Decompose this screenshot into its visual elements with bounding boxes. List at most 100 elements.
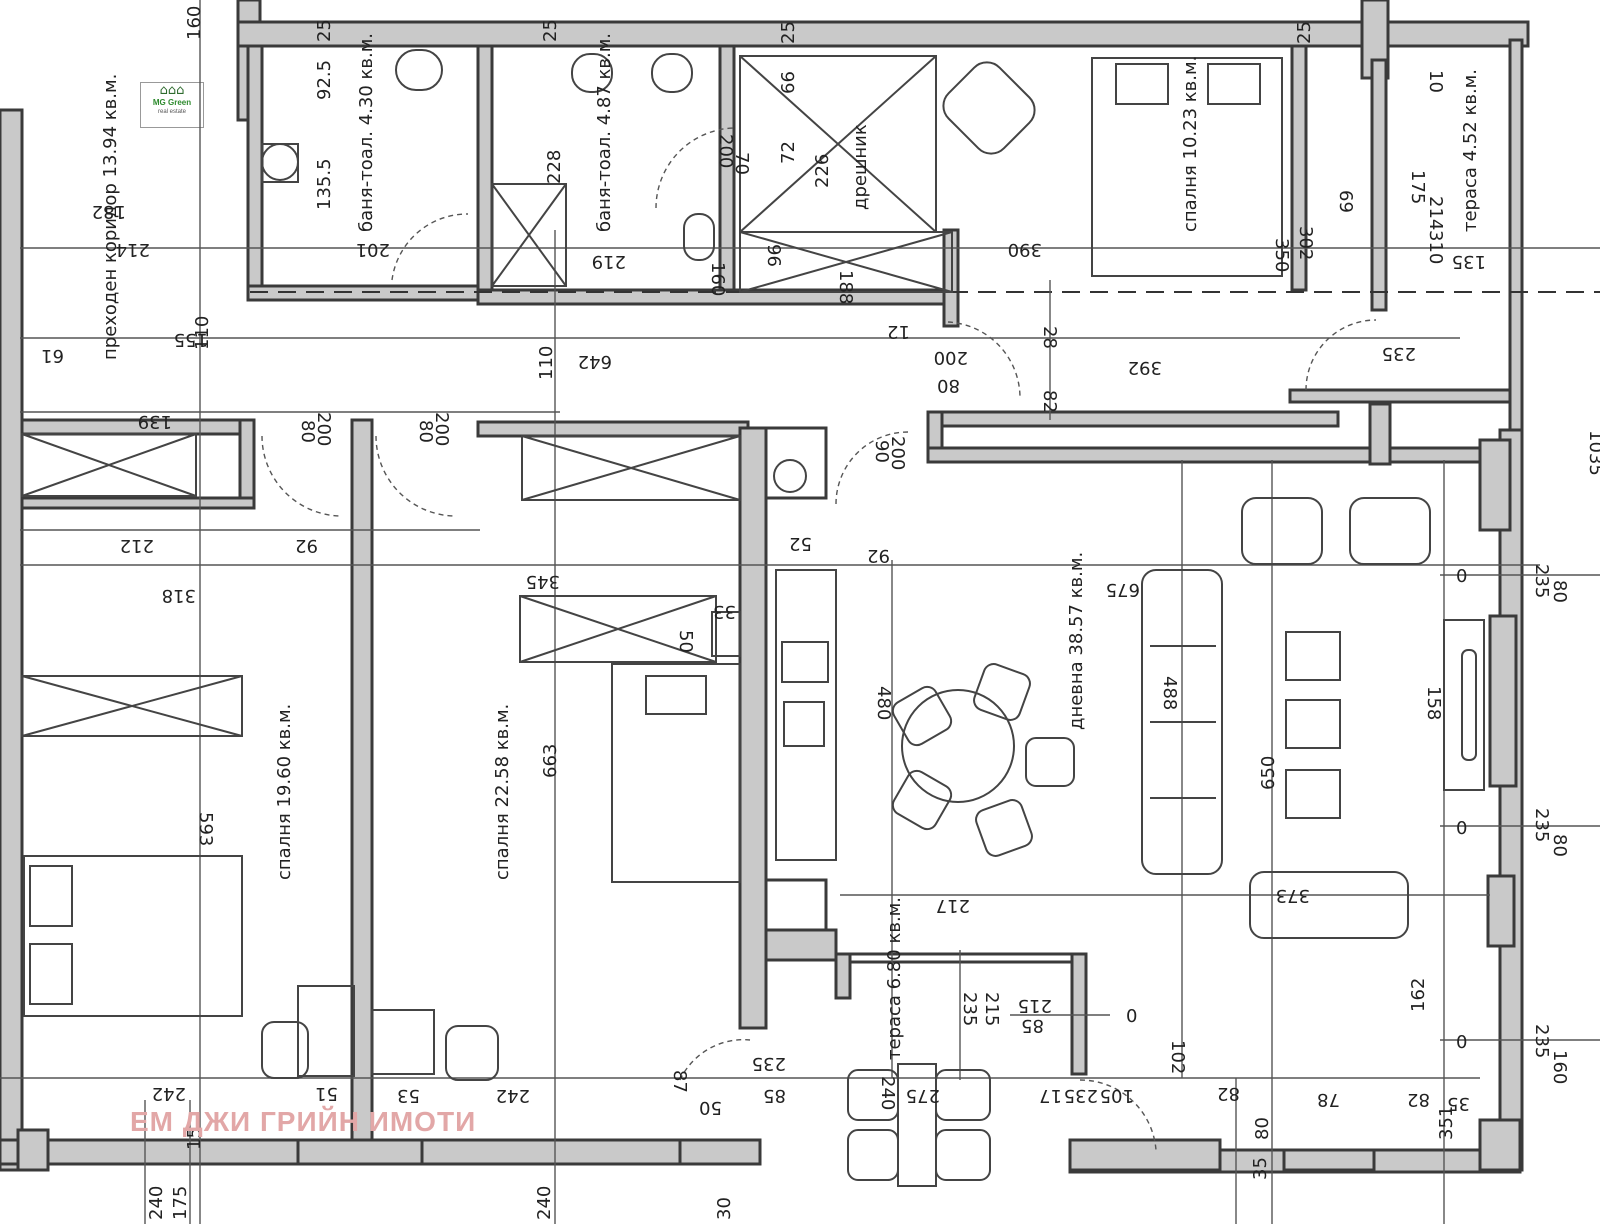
dim-label: 80 <box>1549 834 1570 857</box>
dim-label: 217 <box>936 895 970 916</box>
dim-label: 15 <box>184 1127 205 1150</box>
dining-chair-3 <box>1025 737 1075 787</box>
room-label-bedroom-left: спалня 19.60 кв.м. <box>274 704 295 880</box>
dim-label: 158 <box>1423 686 1444 720</box>
terrace-bottom-left-stub <box>834 952 852 1000</box>
wall-window-right <box>1488 614 1518 788</box>
door-living <box>835 431 909 505</box>
dim-label: 318 <box>162 585 196 606</box>
dim-label: 102 <box>1167 1040 1188 1074</box>
dim-label: 200 <box>715 134 736 168</box>
room-labels: преходен коридор 13.94 кв.м. баня-тоал. … <box>100 33 1481 1060</box>
dim-label: 0 <box>1126 1006 1137 1027</box>
wall-terrace-bottom <box>1288 388 1512 404</box>
dim-label: 160 <box>1549 1050 1570 1084</box>
dim-label: 302 <box>1295 226 1316 260</box>
desk-mid <box>371 1009 435 1075</box>
dim-label: 188 <box>835 270 856 304</box>
dim-label: 214 <box>1425 196 1446 230</box>
dim-label: 25 <box>314 19 335 42</box>
pillow-left-a <box>29 865 73 927</box>
dim-label: 214 <box>116 239 150 260</box>
dim-label: 82 <box>1407 1089 1430 1110</box>
door-terrace-bottom-right <box>1079 1079 1157 1151</box>
dim-label: 92 <box>867 545 890 566</box>
dim-label: 139 <box>138 411 172 432</box>
wall-living-right-block <box>1478 438 1512 532</box>
tv-unit <box>1443 619 1485 791</box>
dim-label: 78 <box>1317 1089 1340 1110</box>
dim-label: 105 <box>1100 1085 1134 1106</box>
wall-window-right-2 <box>1486 874 1516 948</box>
coffee-table-3 <box>1285 769 1341 819</box>
armchair-living-3 <box>1249 871 1409 939</box>
dim-label: 663 <box>540 744 561 778</box>
room-label-dressing: дрешник <box>850 124 871 210</box>
dim-label: 10 <box>1425 70 1446 93</box>
dim-label: 235 <box>1531 564 1552 598</box>
dim-label: 235 <box>1382 343 1416 364</box>
dim-label: 275 <box>906 1085 940 1106</box>
bed-left <box>23 855 243 1017</box>
dim-label: 72 <box>778 141 799 164</box>
dim-label: 80 <box>1549 580 1570 603</box>
dim-label: 240 <box>534 1186 555 1220</box>
dim-label: 80 <box>297 420 318 443</box>
door-terrace-bottom-left <box>679 1038 751 1081</box>
dim-label: 228 <box>544 150 565 184</box>
desk-left <box>297 985 355 1077</box>
pillow-top-a <box>1115 63 1169 105</box>
door-bedroom-mid <box>375 435 457 517</box>
window-bl <box>296 1138 424 1166</box>
terrace-table <box>897 1063 937 1187</box>
terrace-bottom-top-edge <box>834 952 1082 964</box>
dim-label: 200 <box>313 412 334 446</box>
right-outer-wall <box>1498 428 1524 1172</box>
toilet-1 <box>395 49 443 91</box>
terrace-bottom-right-wall <box>1070 952 1088 1076</box>
dim-label: 392 <box>1128 357 1162 378</box>
wardrobe-corridor <box>21 433 197 497</box>
boiler-1-box <box>261 143 299 183</box>
logo-subtitle: real estate <box>157 109 187 115</box>
wall-wardrobe-top <box>20 418 242 436</box>
company-logo: ⌂⌂⌂ MG Green real estate <box>140 82 204 128</box>
dim-label: 593 <box>195 812 216 846</box>
pillow-top-b <box>1207 63 1261 105</box>
dim-label: 200 <box>934 347 968 368</box>
dim-label: 66 <box>778 71 799 94</box>
dim-label: 345 <box>526 571 560 592</box>
dim-label: 226 <box>812 154 833 188</box>
dim-label: 155 <box>174 329 208 350</box>
watermark-text: ЕМ ДЖИ ГРИЙН ИМОТИ <box>130 1106 477 1137</box>
logo-name: MG Green <box>152 98 192 107</box>
dim-label: 92 <box>295 535 318 556</box>
door-terrace-top <box>1305 319 1377 391</box>
dim-label: 212 <box>120 535 154 556</box>
dim-label: 25 <box>540 19 561 42</box>
shower-2-x2 <box>491 183 567 287</box>
interior-walls <box>16 38 1524 1172</box>
wardrobe-corridor-x2 <box>21 433 197 497</box>
dim-label: 0 <box>1456 566 1467 587</box>
dim-label: 85 <box>1021 1015 1044 1036</box>
dim-label: 650 <box>1258 756 1279 790</box>
wall-kitchen-left <box>738 426 768 1030</box>
dim-label: 35 <box>1250 1157 1271 1180</box>
dim-label: 110 <box>192 316 213 350</box>
dim-label: 235 <box>752 1053 786 1074</box>
dim-label: 162 <box>1408 978 1429 1012</box>
wall-kitchen-bottom <box>764 928 838 962</box>
armchair-living-2 <box>1349 497 1431 565</box>
dim-label: 135 <box>1452 251 1486 272</box>
dim-label: 242 <box>496 1085 530 1106</box>
door-swings <box>261 127 1377 1151</box>
door-bedroom-left <box>261 435 343 517</box>
bottom-right-corner <box>1478 1118 1522 1172</box>
bed-top <box>1091 57 1283 277</box>
dim-label: 80 <box>937 375 960 396</box>
armchair-living-1 <box>1241 497 1323 565</box>
wall-living-top <box>926 446 1510 464</box>
